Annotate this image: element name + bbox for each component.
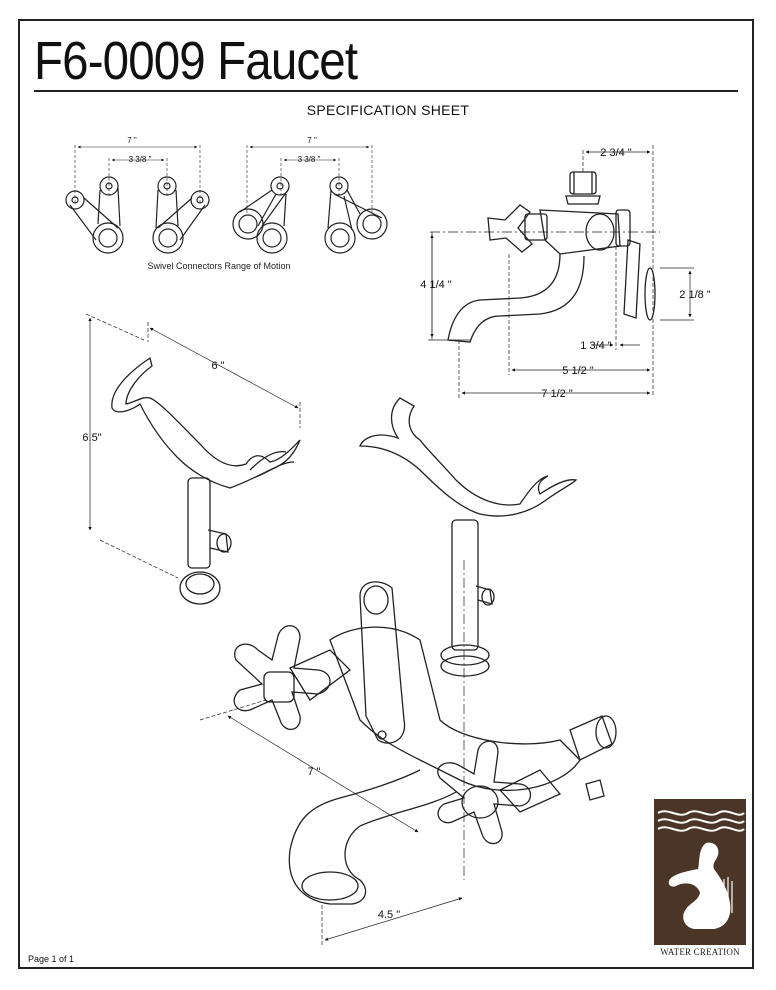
swivel-left-pair: [65, 176, 210, 254]
cradle-drawing: [111, 356, 301, 605]
swivel-caption: Swivel Connectors Range of Motion: [147, 261, 290, 271]
swivel-left-inner-dim: 3 3/8 ": [129, 155, 152, 164]
swivel-connectors-diagram: [65, 145, 388, 254]
main-dim-spread: 7 ": [307, 766, 320, 778]
main-assembly-drawing: [233, 397, 617, 905]
logo-emblem: [654, 799, 746, 945]
logo-brand-text: WATER CREATION: [660, 947, 740, 957]
swivel-right-outer-dim: 7 ": [307, 136, 317, 145]
side-view-dimensions: [428, 145, 694, 398]
side-dim-b: 5 1/2 ": [562, 365, 594, 377]
cradle-dimensions: [85, 313, 301, 579]
side-view-drawing: [430, 171, 660, 343]
cradle-dim-width: 6 ": [211, 360, 224, 372]
title-underline: [34, 90, 738, 92]
swivel-left-outer-dim: 7 ": [127, 136, 137, 145]
swivel-right-pair: [232, 176, 388, 254]
main-dim-spout: 4.5 ": [378, 909, 400, 921]
swivel-right-inner-dim: 3 3/8 ": [298, 155, 321, 164]
main-assembly-dimensions: [199, 560, 465, 945]
side-dim-a: 1 3/4 ": [580, 340, 612, 352]
cradle-dim-height: 6.5": [82, 432, 101, 444]
side-dim-height: 4 1/4 ": [420, 279, 452, 291]
page-indicator: Page 1 of 1: [28, 954, 75, 964]
water-creation-logo: WATER CREATION: [654, 799, 746, 961]
side-dim-c: 7 1/2 ": [541, 388, 573, 400]
kneeling-figure-icon: [657, 810, 745, 929]
side-dim-handle: 2 1/8 ": [679, 289, 711, 301]
side-dim-top: 2 3/4 ": [600, 147, 632, 159]
swivel-left-dimensions: [74, 145, 201, 205]
sheet-border: [18, 19, 754, 969]
document-title: F6-0009 Faucet: [34, 31, 358, 91]
document-subtitle: SPECIFICATION SHEET: [306, 102, 470, 118]
